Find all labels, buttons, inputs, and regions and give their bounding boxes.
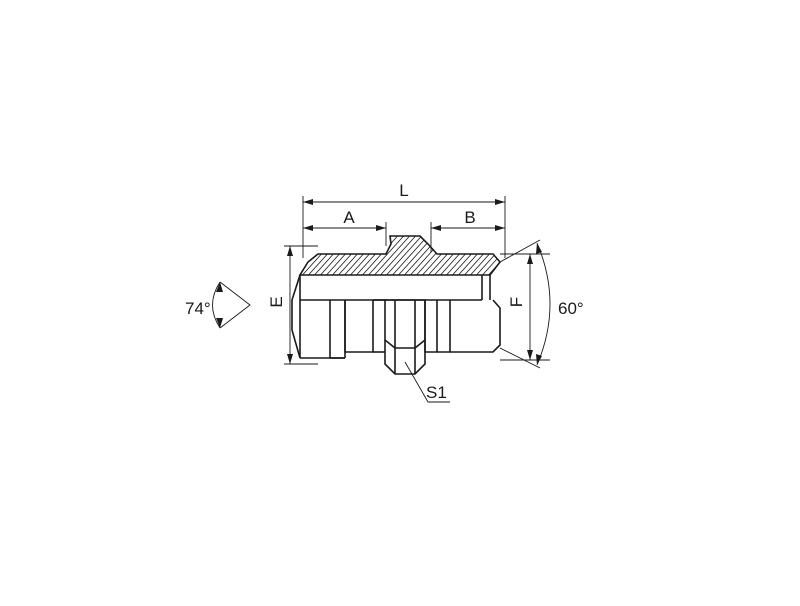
hatch-line	[435, 236, 482, 275]
hatch-line	[300, 236, 344, 275]
hatch-line	[532, 230, 577, 280]
label-S1: S1	[426, 383, 447, 402]
hatch-line	[441, 236, 488, 275]
fitting-outline	[291, 274, 501, 375]
hatch-line	[387, 236, 434, 275]
label-F: F	[507, 297, 526, 307]
hatch-line	[495, 236, 500, 275]
hatch-line	[357, 236, 404, 275]
hatch-line	[333, 236, 380, 275]
hatch-line	[300, 236, 338, 275]
angle-60-indicator: 60°	[499, 239, 584, 369]
hatch-line	[417, 236, 464, 275]
dimension-E: E	[267, 245, 318, 365]
hatch-line	[429, 236, 476, 275]
hatch-line	[538, 230, 583, 280]
hatch-line	[477, 236, 500, 275]
dimension-F: F	[500, 253, 550, 361]
hex-S1-callout: S1	[404, 361, 450, 403]
hatch-line	[520, 230, 565, 280]
hatch-line	[315, 236, 362, 275]
hatch-line	[300, 236, 320, 275]
hatch-line	[300, 236, 326, 275]
hatch-line	[514, 230, 559, 280]
hatch-line	[321, 236, 368, 275]
dimension-B: B	[430, 208, 505, 252]
hatch-line	[550, 230, 595, 280]
hatch-line	[447, 236, 494, 275]
hatch-line	[465, 236, 500, 275]
dimension-L: L	[302, 181, 506, 258]
hatch-line	[483, 236, 500, 275]
hatch-line	[339, 236, 386, 275]
hatch-line	[375, 236, 422, 275]
hatch-line	[502, 230, 547, 280]
hatch-line	[363, 236, 410, 275]
label-A: A	[343, 208, 355, 227]
hatch-line	[303, 236, 350, 275]
hatch-line	[556, 230, 601, 280]
dimension-A: A	[303, 208, 387, 246]
hatch-line	[300, 236, 332, 275]
label-E: E	[267, 296, 286, 307]
hatch-line	[381, 236, 428, 275]
hatch-line	[393, 236, 440, 275]
label-B: B	[464, 208, 475, 227]
hatch-line	[526, 230, 571, 280]
label-angle-right: 60°	[558, 299, 584, 318]
hatch-line	[369, 236, 416, 275]
angle-74-indicator: 74°	[185, 281, 251, 329]
hatch-line	[300, 236, 302, 275]
label-L: L	[399, 181, 408, 200]
label-angle-left: 74°	[185, 299, 211, 318]
hatch-line	[411, 236, 458, 275]
hatch-line	[327, 236, 374, 275]
hatch-line	[459, 236, 500, 275]
hatch-line	[300, 236, 308, 275]
hatch-line	[345, 236, 392, 275]
hatch-line	[544, 230, 589, 280]
hatch-line	[405, 236, 452, 275]
